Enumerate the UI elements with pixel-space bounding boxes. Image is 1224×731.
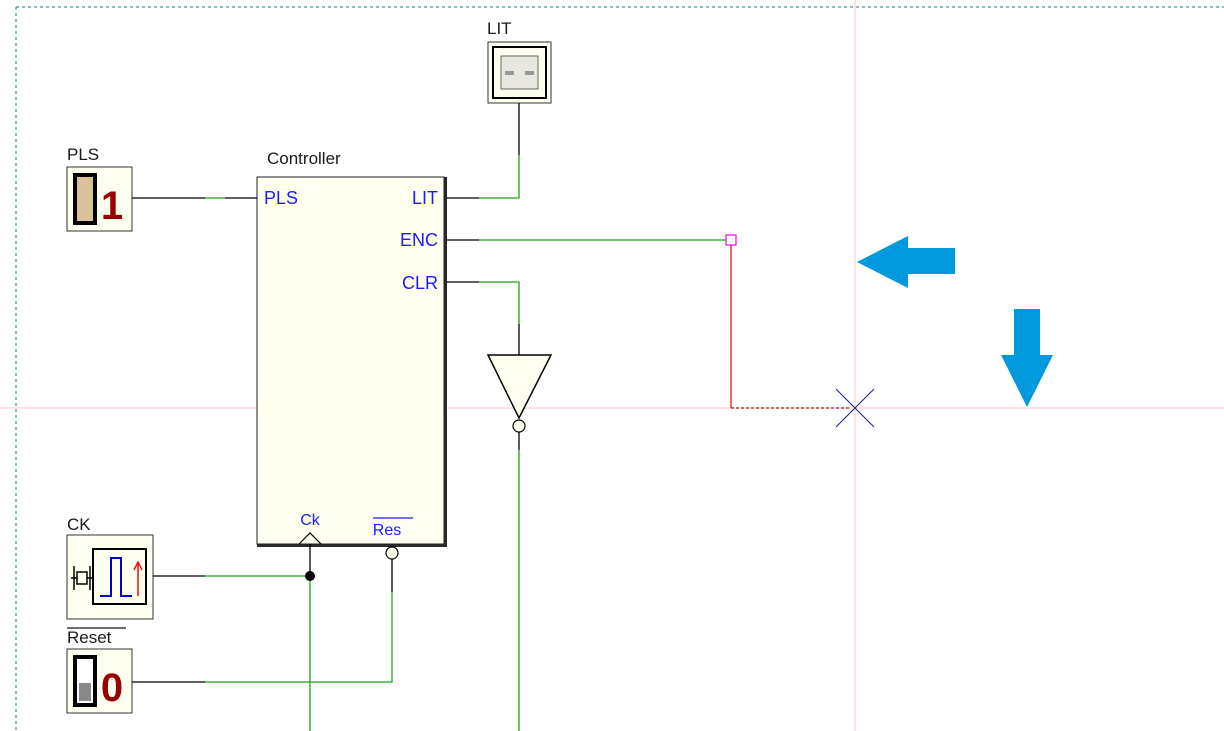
- ck-clock-component[interactable]: CK: [66, 515, 154, 620]
- controller-pin-ck[interactable]: Ck: [300, 512, 321, 529]
- controller-block[interactable]: Controller PLS LIT ENC CLR Ck Res: [256, 149, 447, 560]
- clock-edge-marker: [298, 532, 322, 545]
- not-gate[interactable]: [486, 354, 553, 433]
- wire-junction-dot: [305, 571, 315, 581]
- led-display-icon: [500, 55, 539, 90]
- toggle-switch-icon: [73, 655, 97, 707]
- wire-handle[interactable]: [725, 234, 737, 246]
- clock-source-icon: [71, 548, 147, 605]
- wires[interactable]: [132, 103, 849, 731]
- pls-input-component[interactable]: PLS 1: [66, 145, 133, 232]
- ck-component-label: CK: [67, 515, 91, 534]
- reset-input-component[interactable]: Reset 0: [66, 627, 133, 714]
- controller-pin-enc[interactable]: ENC: [400, 230, 438, 250]
- reset-value: 0: [101, 666, 123, 710]
- pls-component-label: PLS: [67, 145, 99, 164]
- wire-clr-connected[interactable]: [479, 281, 520, 324]
- not-gate-output-bubble: [512, 419, 526, 433]
- reset-component-label: Reset: [67, 628, 112, 647]
- reset-inversion-bubble: [385, 546, 399, 560]
- arrow-left-icon: [857, 236, 955, 288]
- crosshair-x-icon: [835, 388, 875, 428]
- sheet-border: [15, 6, 1224, 731]
- controller-pin-lit[interactable]: LIT: [412, 188, 438, 208]
- wire-lit-connected[interactable]: [479, 155, 520, 199]
- lit-component-label: LIT: [487, 19, 512, 38]
- controller-title: Controller: [267, 149, 341, 168]
- toggle-switch-icon: [73, 173, 97, 225]
- controller-pin-res[interactable]: Res: [373, 522, 401, 539]
- arrow-down-icon: [1001, 309, 1053, 407]
- wire-reset-connected[interactable]: [205, 592, 393, 683]
- lit-component[interactable]: LIT: [487, 19, 552, 104]
- controller-pin-clr[interactable]: CLR: [402, 273, 438, 293]
- controller-pin-pls[interactable]: PLS: [264, 188, 298, 208]
- pls-value: 1: [101, 184, 123, 228]
